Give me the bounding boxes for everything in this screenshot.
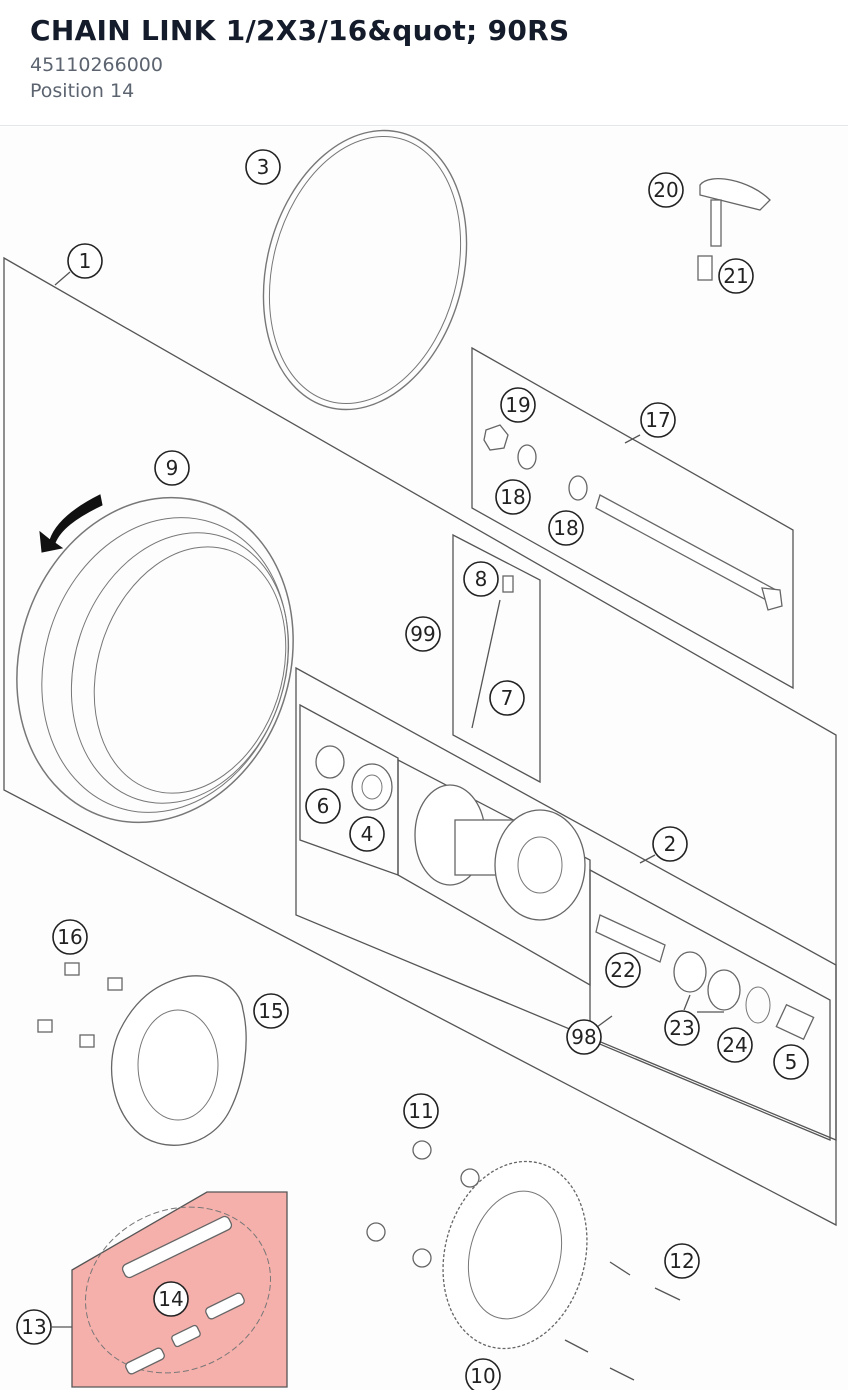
svg-text:18: 18 [553, 516, 578, 540]
chain-part[interactable] [58, 1177, 298, 1390]
callout-22[interactable]: 22 [605, 952, 641, 988]
assembly-outline-98 [589, 868, 831, 1141]
callout-21[interactable]: 21 [718, 258, 754, 294]
callout-14[interactable]: 14 [153, 1281, 189, 1317]
svg-text:13: 13 [21, 1315, 46, 1339]
part-header: CHAIN LINK 1/2X3/16&quot; 90RS 451102660… [0, 0, 848, 126]
svg-text:22: 22 [610, 958, 635, 982]
rim-tape-part[interactable] [234, 127, 497, 433]
callout-13[interactable]: 13 [16, 1309, 52, 1345]
sprocket-part[interactable] [423, 1145, 607, 1365]
svg-text:6: 6 [317, 794, 330, 818]
sprocket-nuts-part[interactable] [366, 1140, 480, 1268]
svg-text:98: 98 [571, 1025, 596, 1049]
callout-9[interactable]: 9 [154, 450, 190, 486]
svg-text:99: 99 [410, 622, 435, 646]
spacer-bearings-part[interactable] [595, 914, 815, 1041]
callout-3[interactable]: 3 [245, 149, 281, 185]
part-position: Position 14 [30, 80, 135, 102]
svg-text:4: 4 [361, 822, 374, 846]
callout-24[interactable]: 24 [717, 1027, 753, 1063]
exploded-parts-diagram[interactable]: 1 2 3 4 5 6 7 8 9 10 11 12 13 14 15 16 1… [0, 127, 848, 1390]
svg-text:21: 21 [723, 264, 748, 288]
callout-1[interactable]: 1 [67, 243, 103, 279]
callout-17[interactable]: 17 [640, 402, 676, 438]
callout-98[interactable]: 98 [566, 1019, 602, 1055]
callout-6[interactable]: 6 [305, 788, 341, 824]
svg-text:19: 19 [505, 393, 530, 417]
svg-text:9: 9 [166, 456, 179, 480]
svg-text:18: 18 [500, 485, 525, 509]
callout-11[interactable]: 11 [403, 1093, 439, 1129]
disc-bolts-part[interactable] [37, 962, 123, 1048]
svg-text:1: 1 [79, 249, 92, 273]
svg-text:12: 12 [669, 1249, 694, 1273]
callout-2[interactable]: 2 [652, 826, 688, 862]
callout-5[interactable]: 5 [773, 1044, 809, 1080]
sprocket-bolts-part[interactable] [564, 1261, 681, 1381]
rotation-arrow-icon [39, 494, 103, 553]
part-title: CHAIN LINK 1/2X3/16&quot; 90RS [30, 14, 570, 47]
callout-20[interactable]: 20 [648, 172, 684, 208]
hub-bearings-part[interactable] [315, 745, 393, 811]
assembly-outline-1 [3, 256, 837, 1227]
valve-part[interactable] [697, 178, 771, 281]
svg-text:14: 14 [158, 1287, 183, 1311]
assembly-outline-17 [471, 346, 794, 690]
svg-text:16: 16 [57, 925, 82, 949]
callout-10[interactable]: 10 [465, 1358, 501, 1390]
callout-18b[interactable]: 18 [548, 510, 584, 546]
svg-text:5: 5 [785, 1050, 798, 1074]
svg-text:24: 24 [722, 1033, 747, 1057]
callout-7[interactable]: 7 [489, 680, 525, 716]
svg-text:15: 15 [258, 999, 283, 1023]
assembly-outline-2 [295, 666, 837, 1141]
leader-lines [54, 271, 724, 1028]
callout-4[interactable]: 4 [349, 816, 385, 852]
axle-part[interactable] [483, 424, 783, 611]
part-number: 45110266000 [30, 54, 163, 76]
callout-23[interactable]: 23 [664, 1010, 700, 1046]
svg-text:11: 11 [408, 1099, 433, 1123]
svg-text:8: 8 [475, 567, 488, 591]
wheel-rim-part[interactable] [0, 461, 334, 858]
callout-16[interactable]: 16 [52, 919, 88, 955]
svg-text:3: 3 [257, 155, 270, 179]
callout-19[interactable]: 19 [500, 387, 536, 423]
svg-text:2: 2 [664, 832, 677, 856]
spoke-part[interactable] [471, 575, 514, 729]
callout-8[interactable]: 8 [463, 561, 499, 597]
svg-text:23: 23 [669, 1016, 694, 1040]
callout-15[interactable]: 15 [253, 993, 289, 1029]
callout-12[interactable]: 12 [664, 1243, 700, 1279]
callout-18a[interactable]: 18 [495, 479, 531, 515]
brake-disc-part[interactable] [110, 975, 247, 1146]
svg-text:20: 20 [653, 178, 678, 202]
assembly-outline-99 [452, 533, 541, 784]
svg-text:10: 10 [470, 1364, 495, 1388]
rear-hub-part[interactable] [414, 784, 586, 921]
svg-text:7: 7 [501, 686, 514, 710]
svg-text:17: 17 [645, 408, 670, 432]
callout-99[interactable]: 99 [405, 616, 441, 652]
